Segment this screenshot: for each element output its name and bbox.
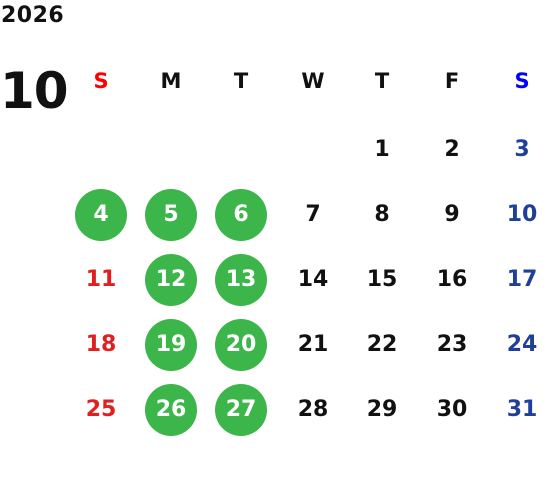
calendar-day-2[interactable]: 2 xyxy=(444,137,460,162)
calendar-day-24[interactable]: 24 xyxy=(506,332,538,357)
calendar-day-20[interactable]: 20 xyxy=(215,319,267,371)
weekday-label-friday: F xyxy=(444,69,460,93)
weekday-label-sunday: S xyxy=(93,69,109,93)
calendar-day-7[interactable]: 7 xyxy=(305,202,321,227)
calendar-day-21[interactable]: 21 xyxy=(297,332,329,357)
weekday-label-thursday: T xyxy=(374,69,390,93)
calendar-day-28[interactable]: 28 xyxy=(297,397,329,422)
calendar-day-10[interactable]: 10 xyxy=(506,202,538,227)
calendar-day-16[interactable]: 16 xyxy=(436,267,468,292)
weekday-label-wednesday: W xyxy=(301,69,325,93)
calendar-month: 10 xyxy=(0,62,69,120)
calendar-day-31[interactable]: 31 xyxy=(506,397,538,422)
calendar-day-19[interactable]: 19 xyxy=(145,319,197,371)
calendar-day-29[interactable]: 29 xyxy=(366,397,398,422)
calendar-day-18[interactable]: 18 xyxy=(85,332,117,357)
calendar-day-13[interactable]: 13 xyxy=(215,254,267,306)
calendar-day-25[interactable]: 25 xyxy=(85,397,117,422)
calendar-day-23[interactable]: 23 xyxy=(436,332,468,357)
calendar-day-12[interactable]: 12 xyxy=(145,254,197,306)
calendar-day-26[interactable]: 26 xyxy=(145,384,197,436)
calendar-day-6[interactable]: 6 xyxy=(215,189,267,241)
calendar-day-17[interactable]: 17 xyxy=(506,267,538,292)
weekday-label-saturday: S xyxy=(514,69,530,93)
calendar-day-3[interactable]: 3 xyxy=(514,137,530,162)
calendar-year: 2026 xyxy=(1,3,65,28)
calendar-day-5[interactable]: 5 xyxy=(145,189,197,241)
calendar-day-1[interactable]: 1 xyxy=(374,137,390,162)
calendar-day-8[interactable]: 8 xyxy=(374,202,390,227)
calendar-day-4[interactable]: 4 xyxy=(75,189,127,241)
calendar-day-22[interactable]: 22 xyxy=(366,332,398,357)
calendar-day-9[interactable]: 9 xyxy=(444,202,460,227)
calendar-day-11[interactable]: 11 xyxy=(85,267,117,292)
calendar-day-15[interactable]: 15 xyxy=(366,267,398,292)
weekday-label-tuesday: T xyxy=(233,69,249,93)
calendar-day-27[interactable]: 27 xyxy=(215,384,267,436)
calendar-day-30[interactable]: 30 xyxy=(436,397,468,422)
weekday-label-monday: M xyxy=(160,69,182,93)
calendar-day-14[interactable]: 14 xyxy=(297,267,329,292)
